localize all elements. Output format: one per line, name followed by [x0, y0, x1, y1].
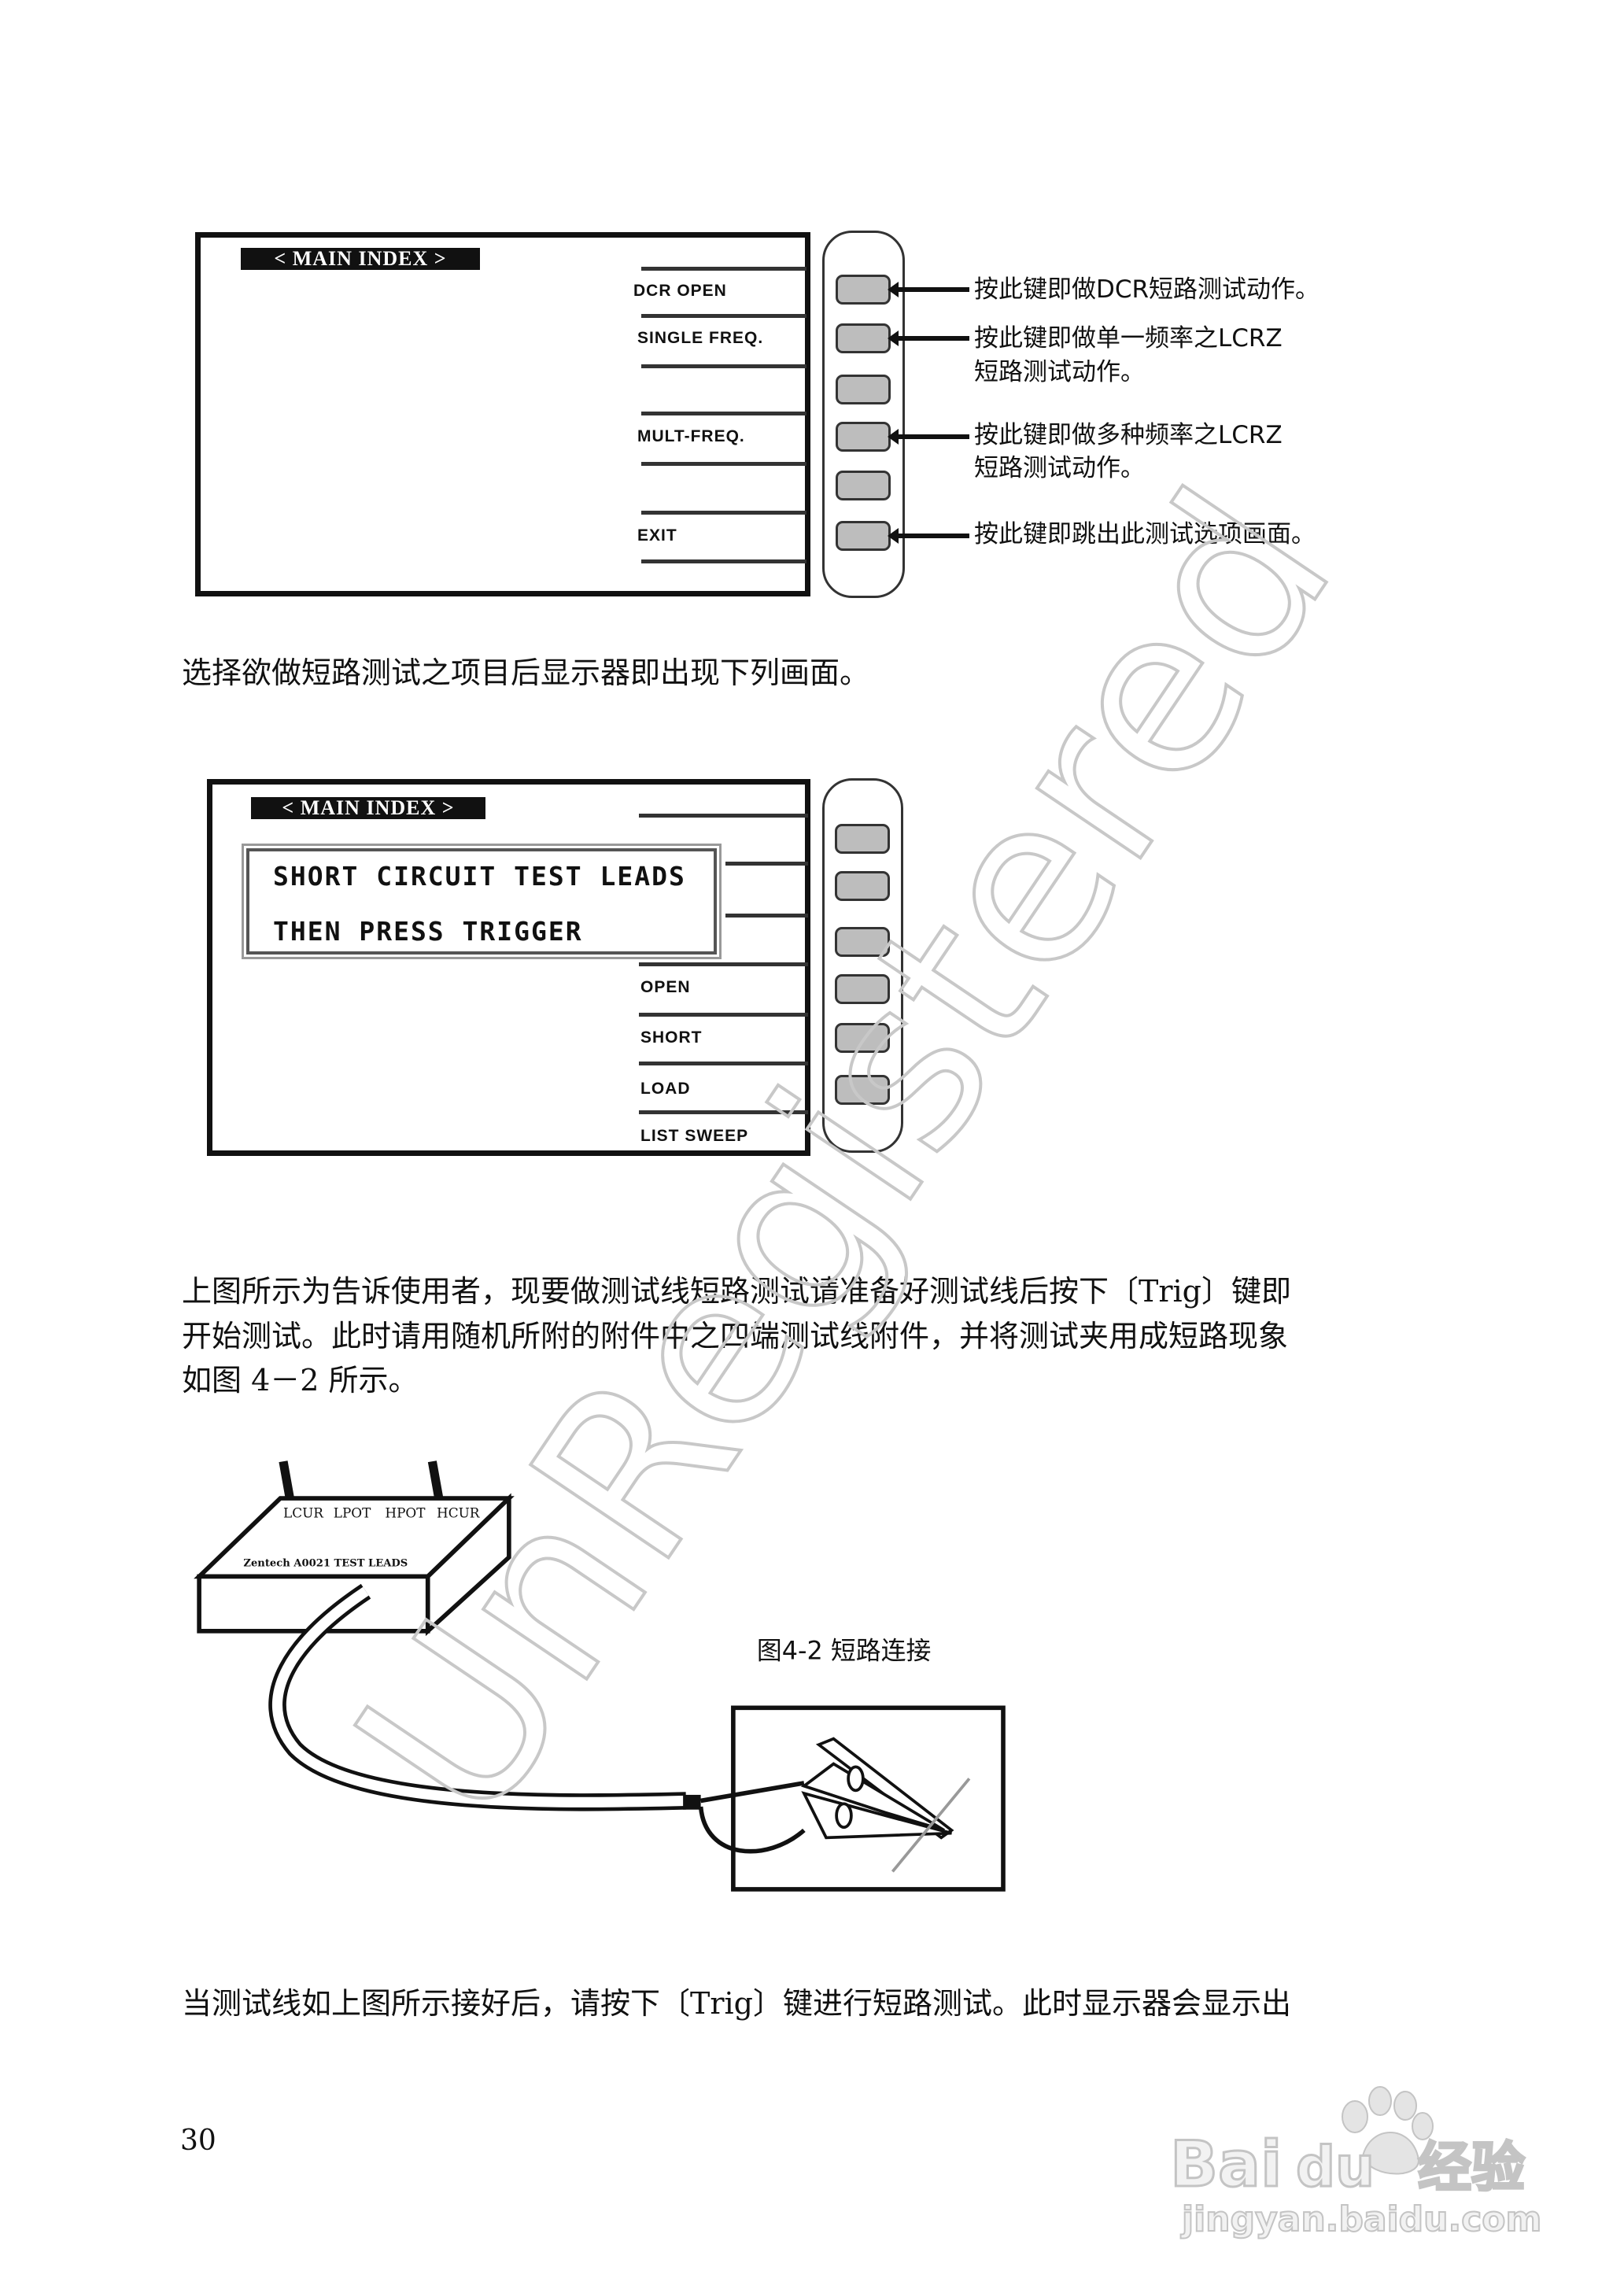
divider: [641, 412, 806, 415]
divider: [639, 1062, 808, 1065]
softkey-open: OPEN: [640, 978, 691, 996]
panel-key-6: [836, 521, 891, 551]
logo-url: jingyan.baidu.com: [1180, 2199, 1541, 2239]
terminal-label: HPOT: [385, 1505, 426, 1520]
main-index-title: < MAIN INDEX >: [251, 797, 485, 819]
arrow-left-icon: [888, 282, 969, 297]
alligator-clip-icon: [800, 1737, 971, 1873]
divider: [725, 862, 808, 866]
panel-key-4: [835, 974, 890, 1004]
note-mult-freq-2: 短路测试动作。: [974, 454, 1145, 482]
paragraph-2-line-1: 上图所示为告诉使用者，现要做测试线短路测试请准备好测试线后按下〔Trig〕键即: [182, 1274, 1291, 1309]
divider: [639, 1110, 808, 1114]
figure-short-connection: LCUR LPOT HPOT HCUR Zentech A0021 TEST L…: [194, 1460, 1006, 1892]
divider: [641, 267, 806, 271]
svg-text:du: du: [1296, 2135, 1375, 2199]
baidu-logo-image: Bai du 经验 jingyan.baidu.com: [1169, 2086, 1542, 2240]
svg-text:经验: 经验: [1418, 2137, 1525, 2199]
message-line-1: SHORT CIRCUIT TEST LEADS: [273, 861, 686, 892]
note-exit: 按此键即跳出此测试选项画面。: [974, 520, 1316, 548]
softkey-load: LOAD: [640, 1080, 691, 1098]
note-single-freq-2: 短路测试动作。: [974, 358, 1145, 386]
clip-inset-frame: [731, 1705, 1006, 1892]
paragraph-2-line-3: 如图 4－2 所示。: [182, 1363, 419, 1398]
panel-key-2: [835, 871, 890, 901]
note-mult-freq: 按此键即做多种频率之LCRZ: [974, 421, 1283, 449]
paragraph-3: 当测试线如上图所示接好后，请按下〔Trig〕键进行短路测试。此时显示器会显示出: [182, 1986, 1291, 2021]
divider: [641, 314, 806, 318]
main-index-title: < MAIN INDEX >: [241, 248, 480, 270]
divider: [641, 462, 806, 466]
divider: [639, 1013, 808, 1017]
note-dcr: 按此键即做DCR短路测试动作。: [974, 275, 1320, 304]
softkey-list-sweep: LIST SWEEP: [640, 1127, 749, 1145]
arrow-left-icon: [888, 330, 969, 346]
note-single-freq: 按此键即做单一频率之LCRZ: [974, 324, 1283, 353]
divider: [641, 559, 806, 563]
prong-left: [279, 1460, 295, 1504]
paw-icon: [1342, 2086, 1434, 2175]
page-number: 30: [180, 2125, 216, 2157]
panel-key-5: [835, 1023, 890, 1053]
message-box: [242, 844, 722, 959]
divider: [639, 814, 808, 818]
panel-key-1: [835, 824, 890, 854]
paragraph-1: 选择欲做短路测试之项目后显示器即出现下列画面。: [182, 655, 870, 690]
paragraph-2-line-2: 开始测试。此时请用随机所附的附件中之四端测试线附件，并将测试夹用成短路现象: [182, 1319, 1289, 1353]
divider: [639, 962, 808, 966]
display-screen: [207, 779, 810, 1156]
cable: [268, 1583, 806, 1854]
divider: [641, 364, 806, 368]
terminal-label: HCUR: [437, 1505, 481, 1520]
divider: [641, 511, 806, 515]
terminal-label: LCUR: [283, 1505, 324, 1520]
softkey-single-freq: SINGLE FREQ.: [637, 329, 764, 347]
panel-key-5: [836, 471, 891, 500]
arrow-left-icon: [888, 429, 969, 445]
arrow-left-icon: [888, 528, 969, 544]
message-line-2: THEN PRESS TRIGGER: [273, 916, 583, 947]
prong-right: [427, 1460, 445, 1504]
box-label: Zentech A0021 TEST LEADS: [243, 1557, 408, 1569]
panel-key-3: [836, 375, 891, 404]
panel-key-6: [835, 1075, 890, 1105]
softkey-dcr-open: DCR OPEN: [633, 282, 727, 300]
panel-key-4: [836, 422, 891, 452]
test-lead-box: [194, 1460, 515, 1637]
figure-caption: 图4-2 短路连接: [757, 1635, 931, 1665]
terminal-label: LPOT: [334, 1505, 371, 1520]
svg-text:Bai: Bai: [1170, 2128, 1282, 2201]
softkey-exit: EXIT: [637, 526, 677, 545]
panel-key-3: [835, 927, 890, 957]
divider: [725, 914, 808, 918]
softkey-short: SHORT: [640, 1028, 703, 1047]
panel-key-1: [836, 275, 891, 305]
panel-key-2: [836, 323, 891, 353]
softkey-mult-freq: MULT-FREQ.: [637, 427, 745, 445]
